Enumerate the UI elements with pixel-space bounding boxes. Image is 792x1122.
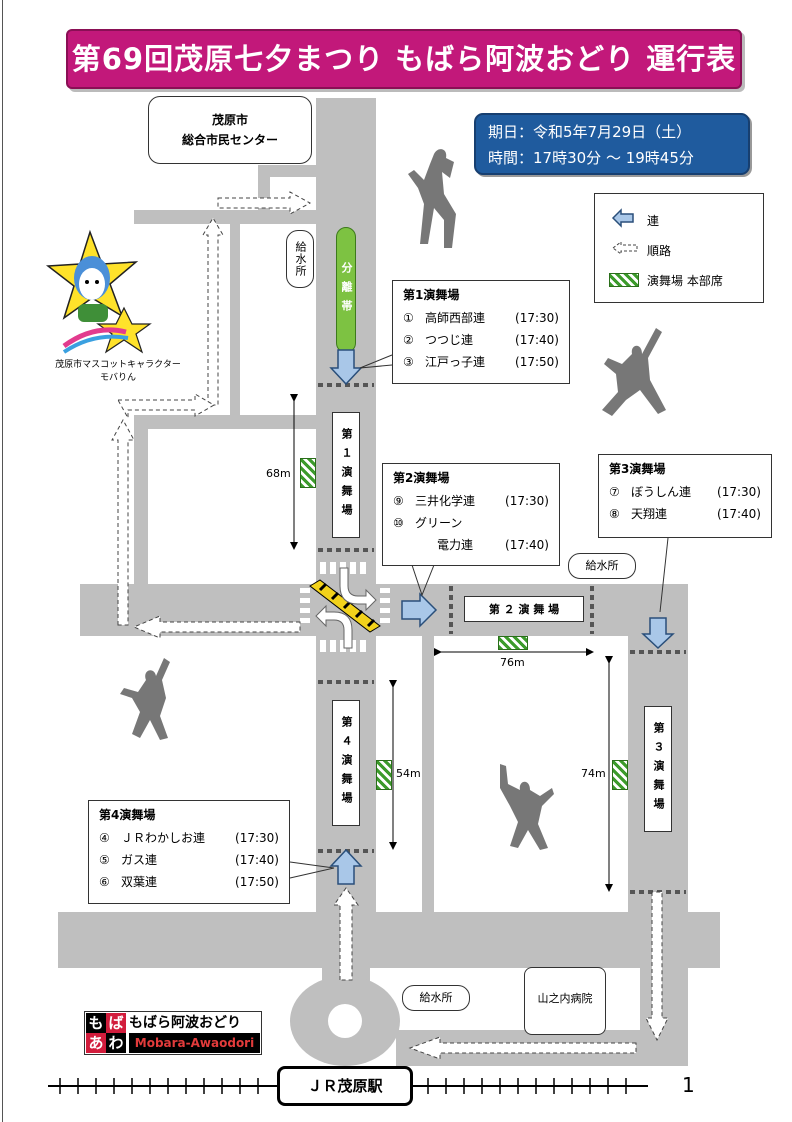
callout-pointers (289, 354, 669, 879)
legend-stage-hq-label: 演舞場 本部席 (647, 274, 723, 288)
road-civic-access (258, 165, 316, 177)
mascot-caption: 茂原市マスコットキャラクター モバりん (55, 360, 181, 383)
dancer-silhouette-icon (120, 658, 170, 740)
list-item: 電力連(17:40) (437, 538, 549, 552)
hazard-stripes (309, 579, 381, 633)
page-border (2, 0, 3, 1122)
stage2-title: 第2演舞場 (393, 471, 450, 485)
stage4-entry-arrow-icon (329, 848, 363, 885)
logo-english: Mobara-Awaodori (129, 1033, 260, 1053)
water-station-south: 給水所 (402, 985, 470, 1011)
stage1-hq-marker (300, 458, 316, 488)
schedule-box: 期日：令和5年7月29日（土） 時間：17時30分 ～ 19時45分 (474, 113, 750, 175)
road-left-loop-side (134, 415, 148, 585)
dancer-silhouette-icon (602, 328, 666, 416)
median-strip: 分離帯 (336, 227, 356, 353)
dancer-silhouette-icon (500, 764, 554, 850)
road-left-loop-top (134, 415, 316, 429)
stage4-road-label: 第４演舞場 (332, 700, 360, 826)
mobara-awaodori-logo: も ば あ わ もばら阿波おどり Mobara-Awaodori (84, 1011, 262, 1055)
map-legend: 連 順路 演舞場 本部席 (594, 193, 764, 303)
legend-group-label: 連 (647, 214, 660, 228)
water-station-east: 給水所 (568, 553, 636, 579)
route-dashed-paths (111, 191, 669, 1060)
hospital-label: 山之内病院 (524, 967, 606, 1035)
stage2-road-label: 第 ２ 演 舞 場 (464, 596, 584, 622)
logo-wa: わ (106, 1033, 126, 1053)
stage2-start-line (449, 586, 453, 634)
stage1-road-label: 第１演舞場 (332, 412, 360, 538)
stage4-title: 第4演舞場 (99, 808, 156, 822)
logo-a: あ (86, 1033, 106, 1053)
stage3-title: 第3演舞場 (609, 462, 666, 476)
stage1-entry-arrow-icon (329, 349, 363, 386)
stage4-start-line (318, 680, 374, 684)
jr-mobara-station: ＪＲ茂原駅 (277, 1066, 413, 1106)
page-number: 1 (682, 1073, 695, 1097)
stage3-entry-arrow-icon (641, 617, 675, 650)
legend-route-label: 順路 (647, 244, 672, 258)
roundabout-island (328, 1004, 362, 1038)
logo-japanese: もばら阿波おどり (129, 1015, 241, 1031)
stage3-length: 74m (581, 767, 606, 780)
stage2-length: 76m (500, 656, 525, 669)
logo-mo: も (86, 1013, 106, 1033)
page-title: 第69回茂原七夕まつり もばら阿波おどり 運行表 (66, 29, 742, 89)
stage4-length: 54m (396, 767, 421, 780)
dancer-silhouette-icon (408, 149, 456, 248)
stage3-road-label: 第３演舞場 (644, 706, 672, 832)
road-upper-branch-side (230, 210, 240, 415)
logo-ba: ば (106, 1013, 126, 1033)
legend-group-arrow-icon (611, 208, 634, 228)
group-arrows (329, 349, 675, 885)
civic-center-label: 茂原市 総合市民センター (148, 96, 312, 164)
intersection-crosswalk (300, 562, 390, 652)
stage2-end-line (590, 586, 594, 634)
stage3-start-line (630, 650, 686, 654)
stage2-entry-arrow-icon (401, 592, 438, 628)
u-turn-arrow-bottom-icon (315, 604, 353, 649)
stage1-end-line (318, 548, 374, 552)
stage1-length: 68m (266, 467, 291, 480)
median-label: 分離帯 (340, 261, 353, 319)
mascot-star-icon (45, 229, 152, 354)
schedule-time: 時間：17時30分 ～ 19時45分 (488, 149, 694, 167)
water-station-north: 給水所 (286, 230, 314, 288)
schedule-date: 期日：令和5年7月29日（土） (488, 123, 692, 141)
road-inner-divider (422, 636, 434, 912)
legend-stage-hq-icon (609, 273, 639, 287)
road-upper-branch (134, 210, 316, 224)
road-lower-street (58, 912, 720, 968)
stage1-title: 第1演舞場 (403, 288, 460, 302)
u-turn-arrow-top-icon (339, 567, 377, 612)
legend-route-arrow-icon (612, 241, 638, 255)
